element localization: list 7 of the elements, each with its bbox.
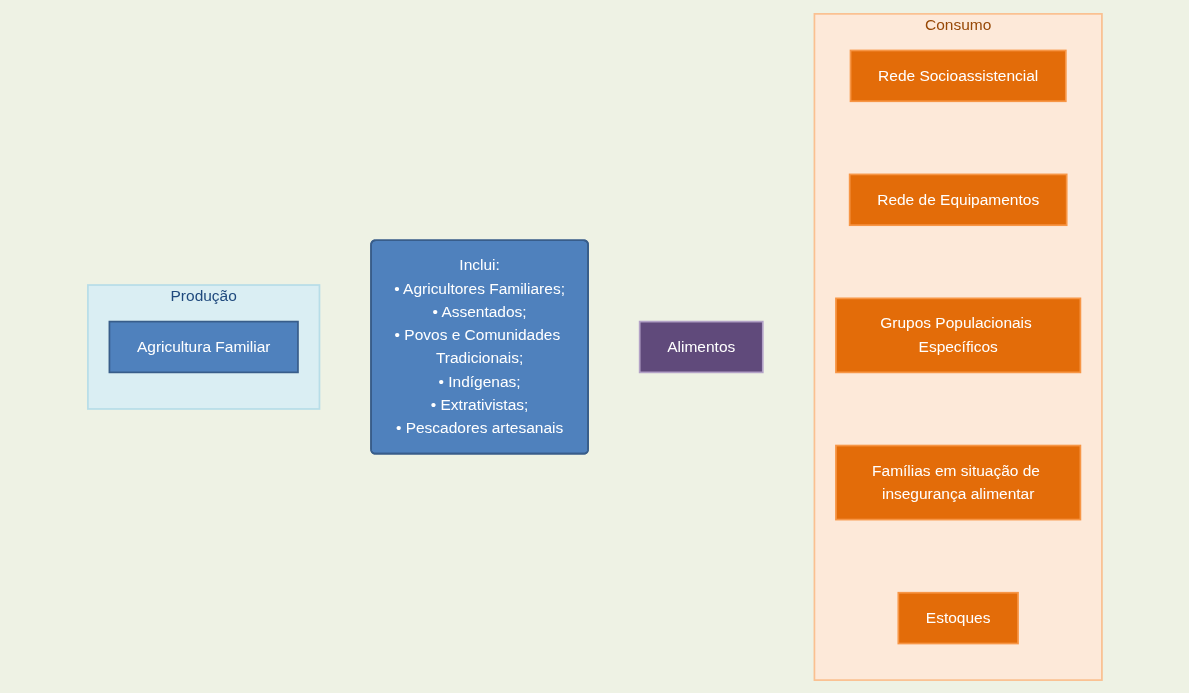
node-box: Rede de Equipamentos [848,173,1068,226]
node-box: Rede Socioassistencial [849,49,1067,102]
node-box: Alimentos [638,320,764,373]
node-box: Grupos Populacionais Específicos [834,297,1081,373]
node-box: Estoques [897,591,1019,644]
node-box: Agricultura Familiar [108,320,299,373]
node-box: Famílias em situação de insegurança alimentar [834,444,1081,520]
